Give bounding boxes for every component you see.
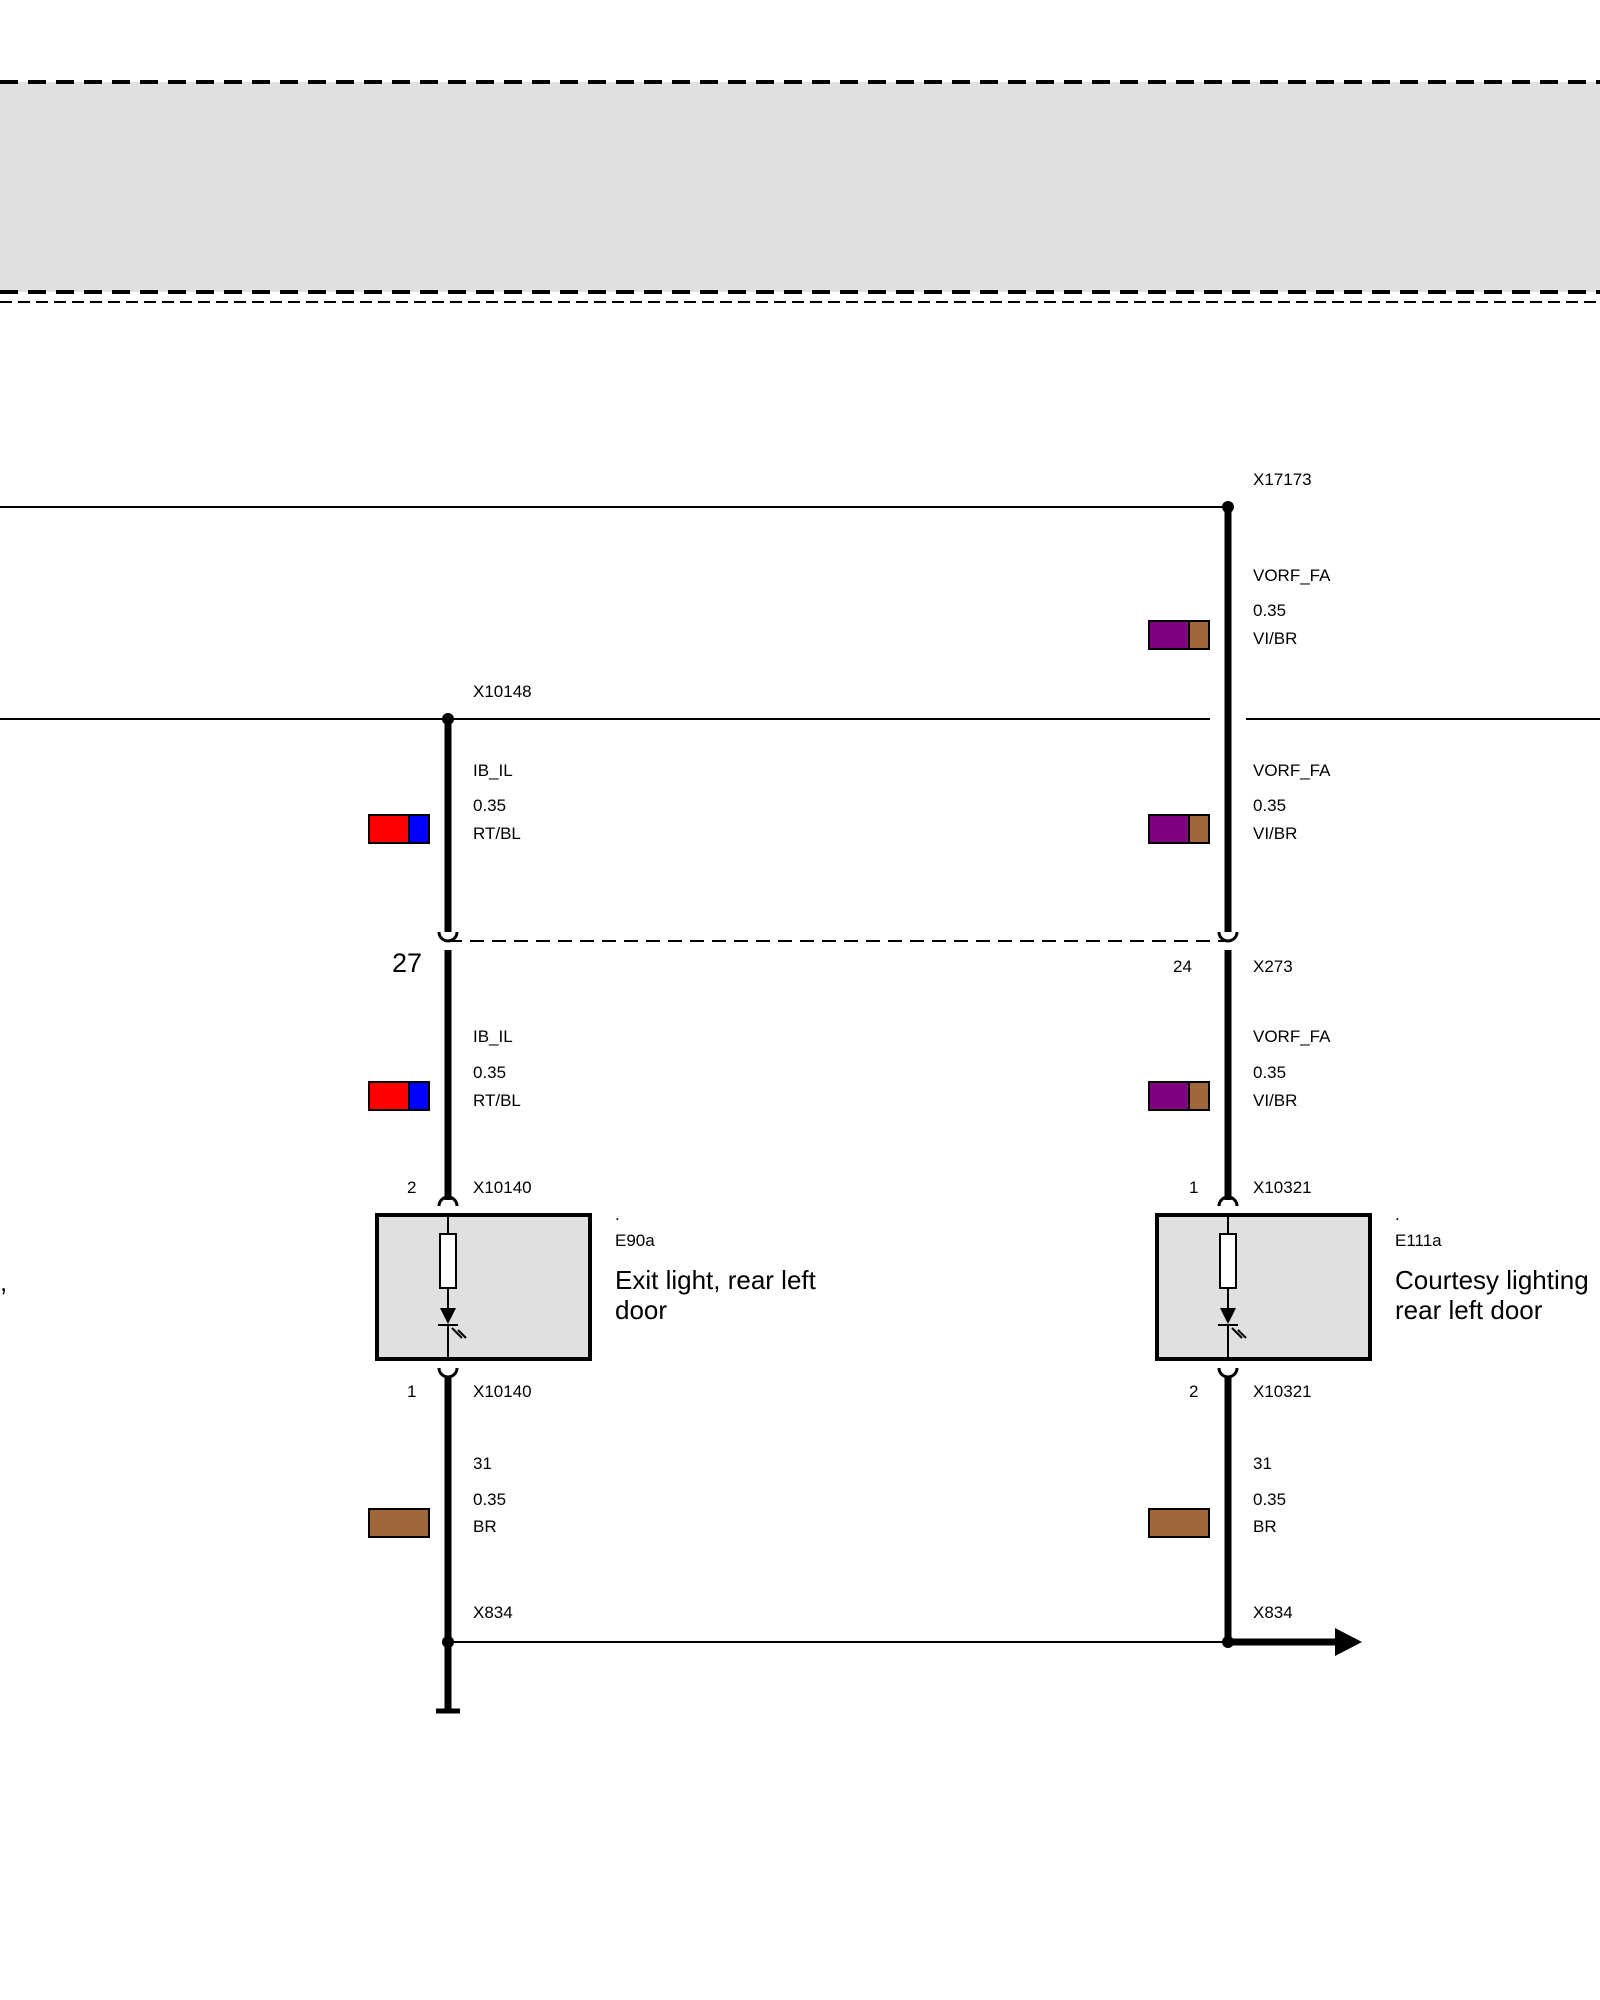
node-label-x10148: X10148 <box>473 682 532 701</box>
wire-gauge-right-top: 0.35 <box>1253 601 1287 620</box>
connector-arc-left-bottom <box>437 1367 459 1379</box>
wire-signal-right-top: VORF_FA <box>1253 566 1331 585</box>
color-swatch-right-top <box>1148 620 1210 650</box>
connector-arc-right-bottom <box>1217 1367 1239 1379</box>
wire-gauge-left-upper: 0.35 <box>473 796 507 815</box>
wire-signal-right-upper: VORF_FA <box>1253 761 1331 780</box>
wire-gauge-right-upper: 0.35 <box>1253 796 1287 815</box>
wire-gauge-left-lower: 0.35 <box>473 1490 507 1509</box>
pin-label-right-module-bottom: 2 <box>1189 1382 1199 1401</box>
component-dot-e90a: . <box>615 1205 620 1224</box>
component-id-e111a: E111a <box>1395 1231 1442 1250</box>
connector-arc-left-top <box>437 1195 459 1207</box>
wire-signal-right-lower: 31 <box>1253 1454 1272 1473</box>
component-box-e111a <box>1155 1213 1372 1361</box>
node-label-x10140-top: X10140 <box>473 1178 532 1197</box>
wire-signal-left-upper: IB_IL <box>473 761 513 780</box>
node-label-x834-left: X834 <box>473 1603 513 1622</box>
wire-color-left-upper: RT/BL <box>473 824 521 843</box>
wire-color-left-lower: BR <box>473 1517 497 1536</box>
component-name-e90a-line2: door <box>615 1295 668 1325</box>
pin-label-right-module-top: 1 <box>1189 1178 1199 1197</box>
wire-signal-left-lower: 31 <box>473 1454 492 1473</box>
splice-dot-x834-left <box>442 1636 454 1648</box>
partial-edge-label: , <box>0 1267 8 1297</box>
connector-arc-24 <box>1217 931 1239 943</box>
wire-color-right-middle: VI/BR <box>1253 1091 1298 1110</box>
color-swatch-left-upper <box>368 814 430 844</box>
component-dot-e111a: . <box>1395 1205 1400 1224</box>
wire-gauge-right-middle: 0.35 <box>1253 1063 1287 1082</box>
component-name-e111a-line1: Courtesy lighting <box>1395 1265 1589 1295</box>
housing-band <box>0 82 1600 292</box>
pin-label-left-module-top: 2 <box>407 1178 417 1197</box>
node-label-x10321-bottom: X10321 <box>1253 1382 1312 1401</box>
wire-signal-right-middle: VORF_FA <box>1253 1027 1331 1046</box>
output-arrow-head <box>1335 1628 1362 1656</box>
splice-dot-x17173 <box>1222 501 1234 513</box>
lamp-symbol-right <box>1218 1215 1247 1359</box>
color-swatch-left-middle <box>368 1081 430 1111</box>
connector-arc-right-top <box>1217 1195 1239 1207</box>
wire-color-right-lower: BR <box>1253 1517 1277 1536</box>
splice-dot-x10148 <box>442 713 454 725</box>
node-label-x273: X273 <box>1253 957 1293 976</box>
node-label-x10321-top: X10321 <box>1253 1178 1312 1197</box>
node-label-x10140-bottom: X10140 <box>473 1382 532 1401</box>
component-name-e90a-line1: Exit light, rear left <box>615 1265 816 1295</box>
pin-label-27: 27 <box>392 948 423 978</box>
node-label-x17173: X17173 <box>1253 470 1312 489</box>
color-swatch-right-upper <box>1148 814 1210 844</box>
wire-signal-left-middle: IB_IL <box>473 1027 513 1046</box>
color-swatch-right-middle <box>1148 1081 1210 1111</box>
component-name-e111a-line2: rear left door <box>1395 1295 1543 1325</box>
wire-gauge-left-middle: 0.35 <box>473 1063 507 1082</box>
color-swatch-right-lower <box>1148 1508 1210 1538</box>
pin-label-24: 24 <box>1173 957 1192 976</box>
node-label-x834-right: X834 <box>1253 1603 1293 1622</box>
lamp-symbol-left <box>438 1215 467 1359</box>
pin-label-left-module-bottom: 1 <box>407 1382 417 1401</box>
wire-color-right-upper: VI/BR <box>1253 824 1298 843</box>
wire-color-right-top: VI/BR <box>1253 629 1298 648</box>
component-id-e90a: E90a <box>615 1231 655 1250</box>
component-box-e90a <box>375 1213 592 1361</box>
color-swatch-left-lower <box>368 1508 430 1538</box>
wire-color-left-middle: RT/BL <box>473 1091 521 1110</box>
wire-gauge-right-lower: 0.35 <box>1253 1490 1287 1509</box>
connector-arc-27 <box>437 931 459 943</box>
